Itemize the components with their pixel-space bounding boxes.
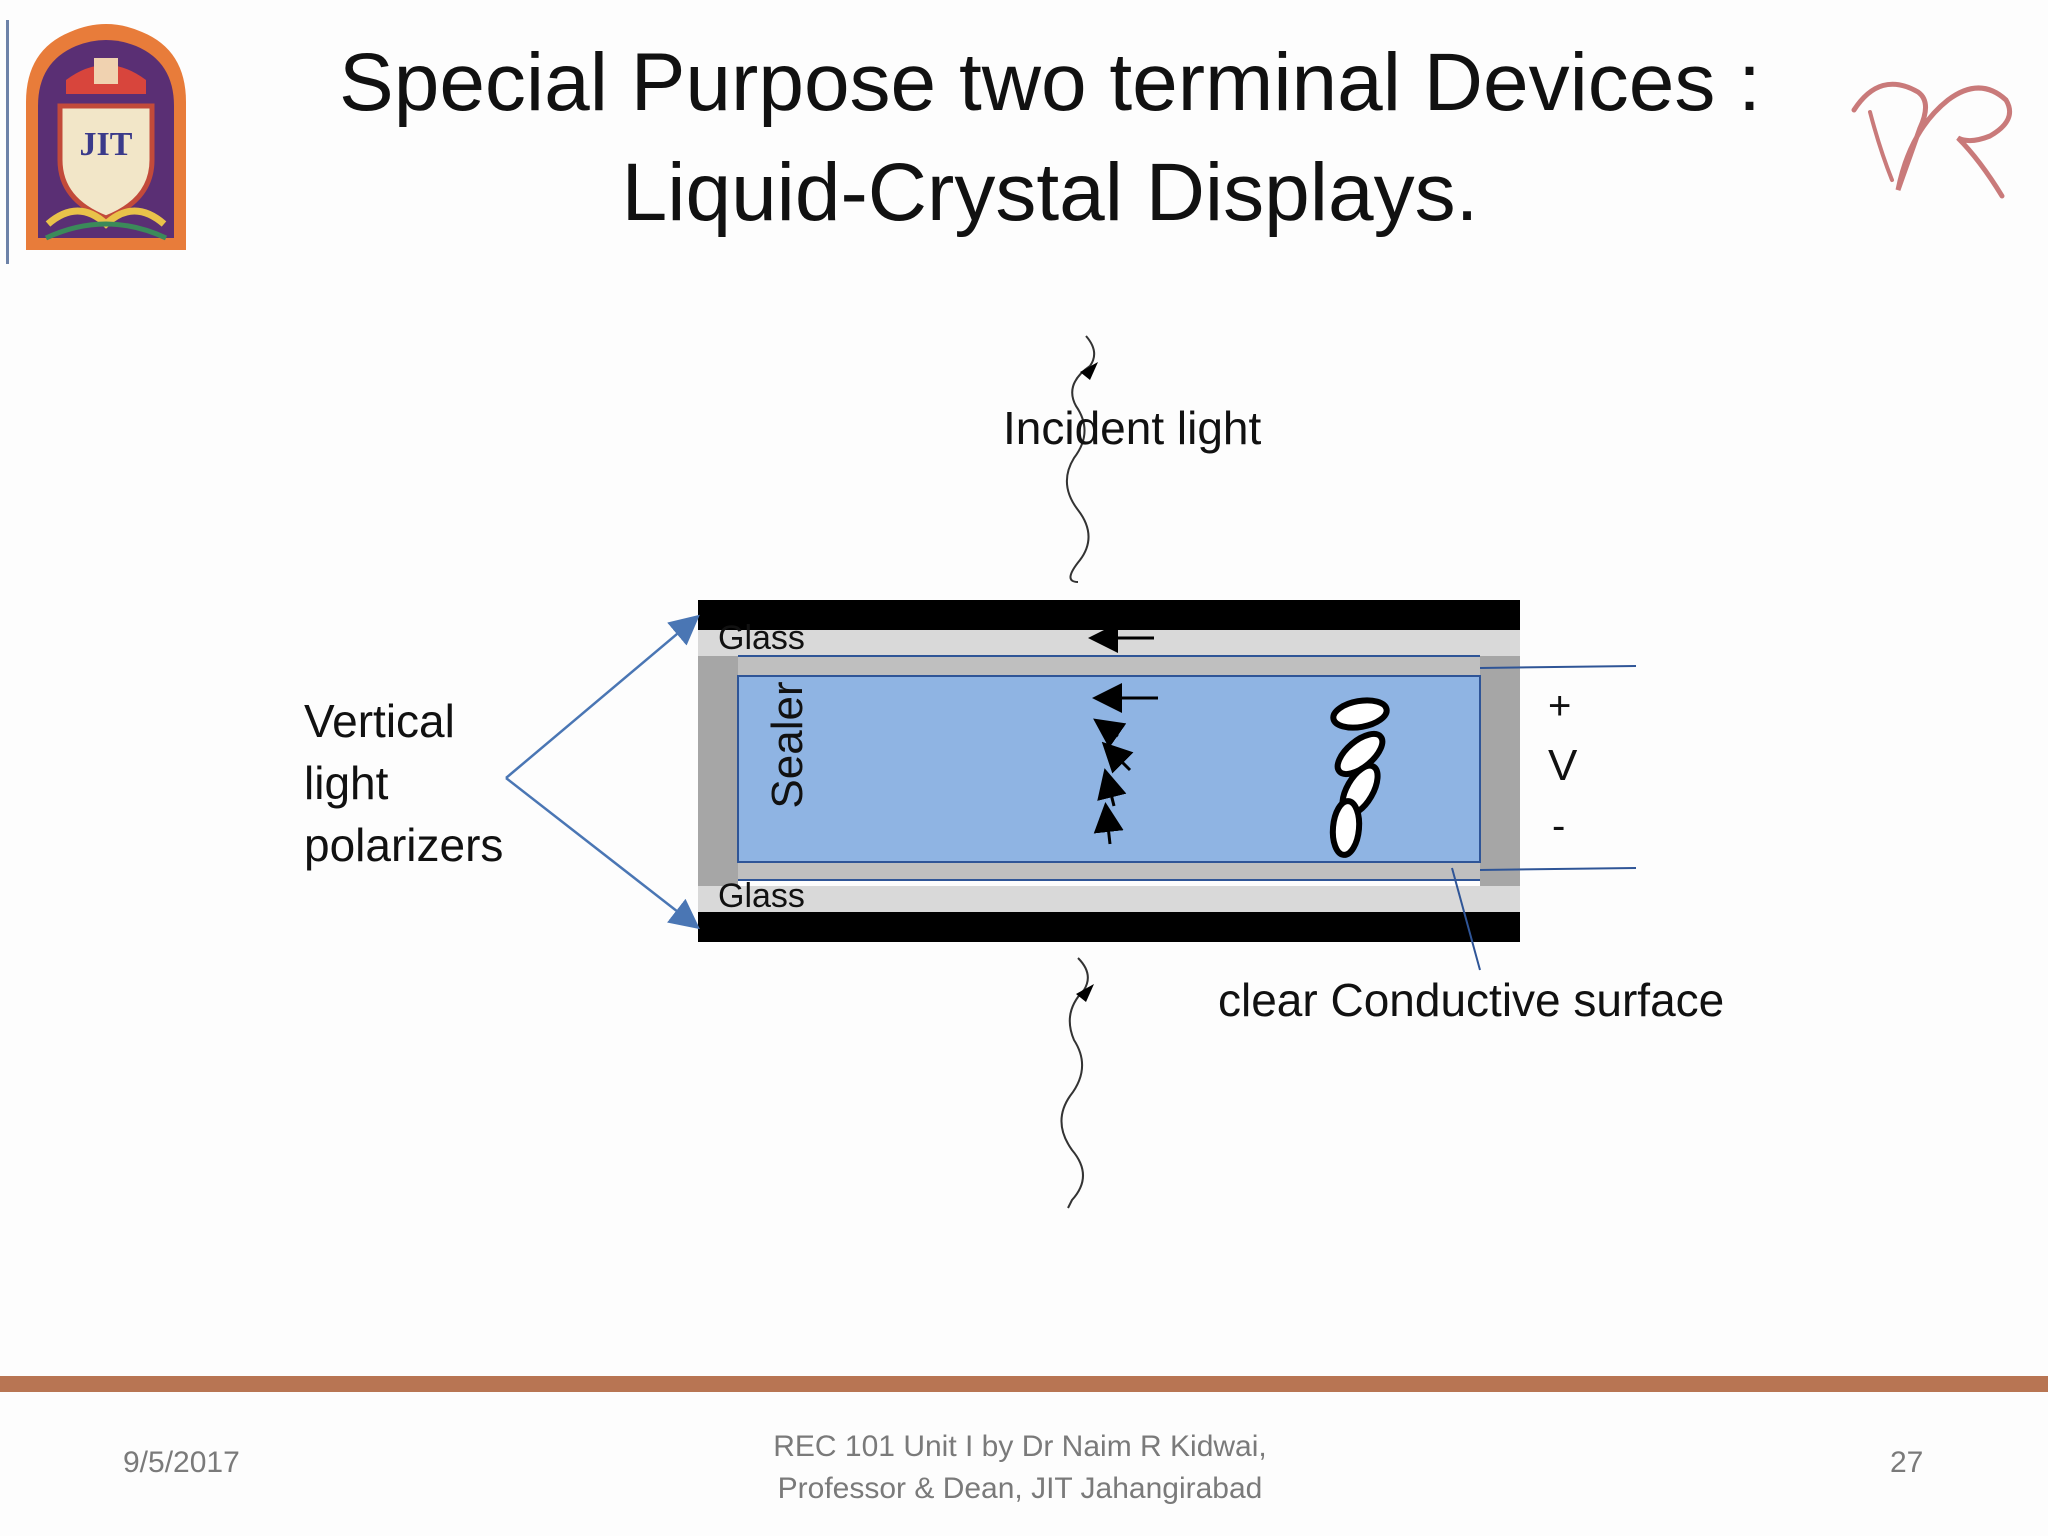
incident-light-label: Incident light — [1003, 402, 1262, 454]
orientation-arrow-4 — [1097, 768, 1127, 807]
bottom-conductive-surface — [738, 862, 1480, 880]
bottom-polarizer — [698, 912, 1520, 942]
polarizers-label-line-2: light — [304, 757, 389, 809]
footer-credit-line-1: REC 101 Unit I by Dr Naim R Kidwai, — [773, 1430, 1267, 1463]
voltage-minus-label: - — [1552, 804, 1566, 848]
glass-top-label: Glass — [718, 619, 805, 657]
nr-monogram — [1851, 81, 2012, 199]
transmitted-light-arrowhead — [1076, 984, 1094, 1002]
footer-credit-line-2: Professor & Dean, JIT Jahangirabad — [777, 1472, 1263, 1505]
institute-logo: JIT — [26, 24, 186, 250]
bottom-glass — [698, 886, 1520, 912]
footer-divider-bar — [0, 1376, 2048, 1392]
slide-title: Special Purpose two terminal Devices : L… — [300, 28, 1800, 248]
clear-conductive-surface-label: clear Conductive surface — [1218, 974, 1725, 1026]
lc-molecule-1 — [1330, 697, 1390, 731]
incident-light-wave — [1066, 335, 1096, 583]
bottom-lead-wire — [1479, 867, 1637, 871]
lc-molecule-4 — [1329, 798, 1363, 858]
conductive-surface-pointer — [1451, 867, 1481, 971]
top-glass — [698, 630, 1520, 656]
right-sealer — [1480, 656, 1520, 886]
logo-lettering: JIT — [80, 126, 133, 163]
voltage-label: V — [1548, 741, 1578, 790]
slide-title-line-1: Special Purpose two terminal Devices : — [339, 37, 1761, 128]
top-lead-wire — [1479, 665, 1637, 669]
slide-title-line-2: Liquid-Crystal Displays. — [621, 147, 1479, 238]
footer-credit: REC 101 Unit I by Dr Naim R Kidwai, Prof… — [700, 1426, 1340, 1510]
orientation-arrow-5 — [1093, 802, 1124, 845]
footer-date: 9/5/2017 — [123, 1446, 240, 1479]
polarizers-label-line-3: polarizers — [304, 819, 504, 871]
glass-bottom-label: Glass — [718, 877, 805, 915]
orientation-arrow-3 — [1101, 741, 1134, 774]
polarizer-pointer-top — [505, 614, 700, 779]
voltage-plus-label: + — [1548, 684, 1572, 728]
transmitted-light-wave — [1060, 957, 1089, 1209]
sealer-label: Sealer — [763, 681, 812, 809]
left-sealer — [698, 656, 738, 886]
top-polarizer — [698, 600, 1520, 630]
polarizer-pointer-bottom — [505, 777, 700, 930]
polarizers-label-line-1: Vertical — [304, 695, 455, 747]
incident-light-arrowhead — [1080, 362, 1098, 380]
top-conductive-surface — [738, 656, 1480, 676]
vertical-light-polarizers-label: Vertical light polarizers — [304, 690, 503, 876]
footer-page-number: 27 — [1890, 1446, 1924, 1479]
orientation-arrow-2 — [1093, 718, 1127, 749]
left-edge-rule — [6, 20, 9, 264]
